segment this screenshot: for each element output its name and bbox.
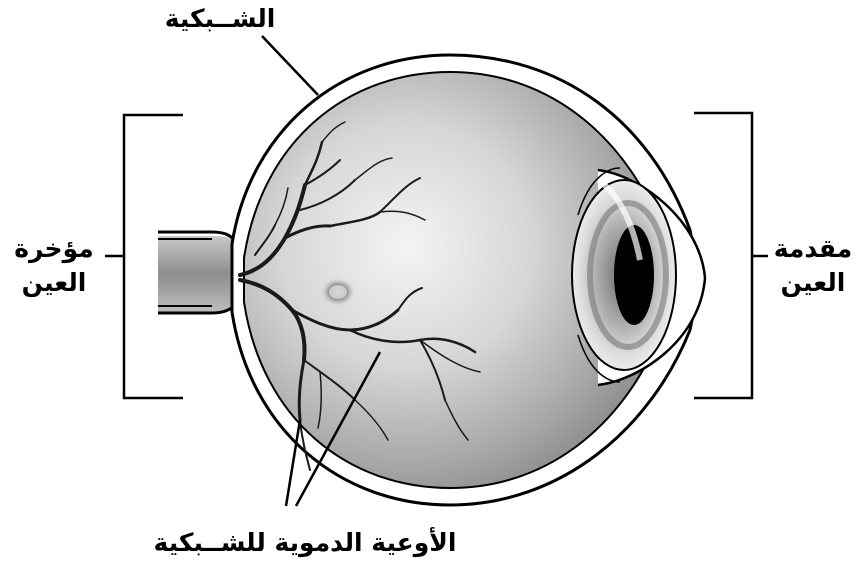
front-label-line1: مقدمة <box>768 232 858 266</box>
front-label-line2: العين <box>768 266 858 300</box>
front-bracket <box>694 113 768 398</box>
retinal-vessels-label: الأوعية الدموية للشــبكية <box>140 526 470 560</box>
back-of-eye-label: مؤخرة العين <box>4 232 104 300</box>
optic-nerve <box>158 232 242 313</box>
macula-spot <box>321 278 355 306</box>
retina-label: الشــبكية <box>150 2 290 36</box>
iris <box>572 180 676 370</box>
back-label-line2: العين <box>4 266 104 300</box>
back-label-line1: مؤخرة <box>4 232 104 266</box>
front-of-eye-label: مقدمة العين <box>768 232 858 300</box>
retina-leader <box>262 36 318 95</box>
